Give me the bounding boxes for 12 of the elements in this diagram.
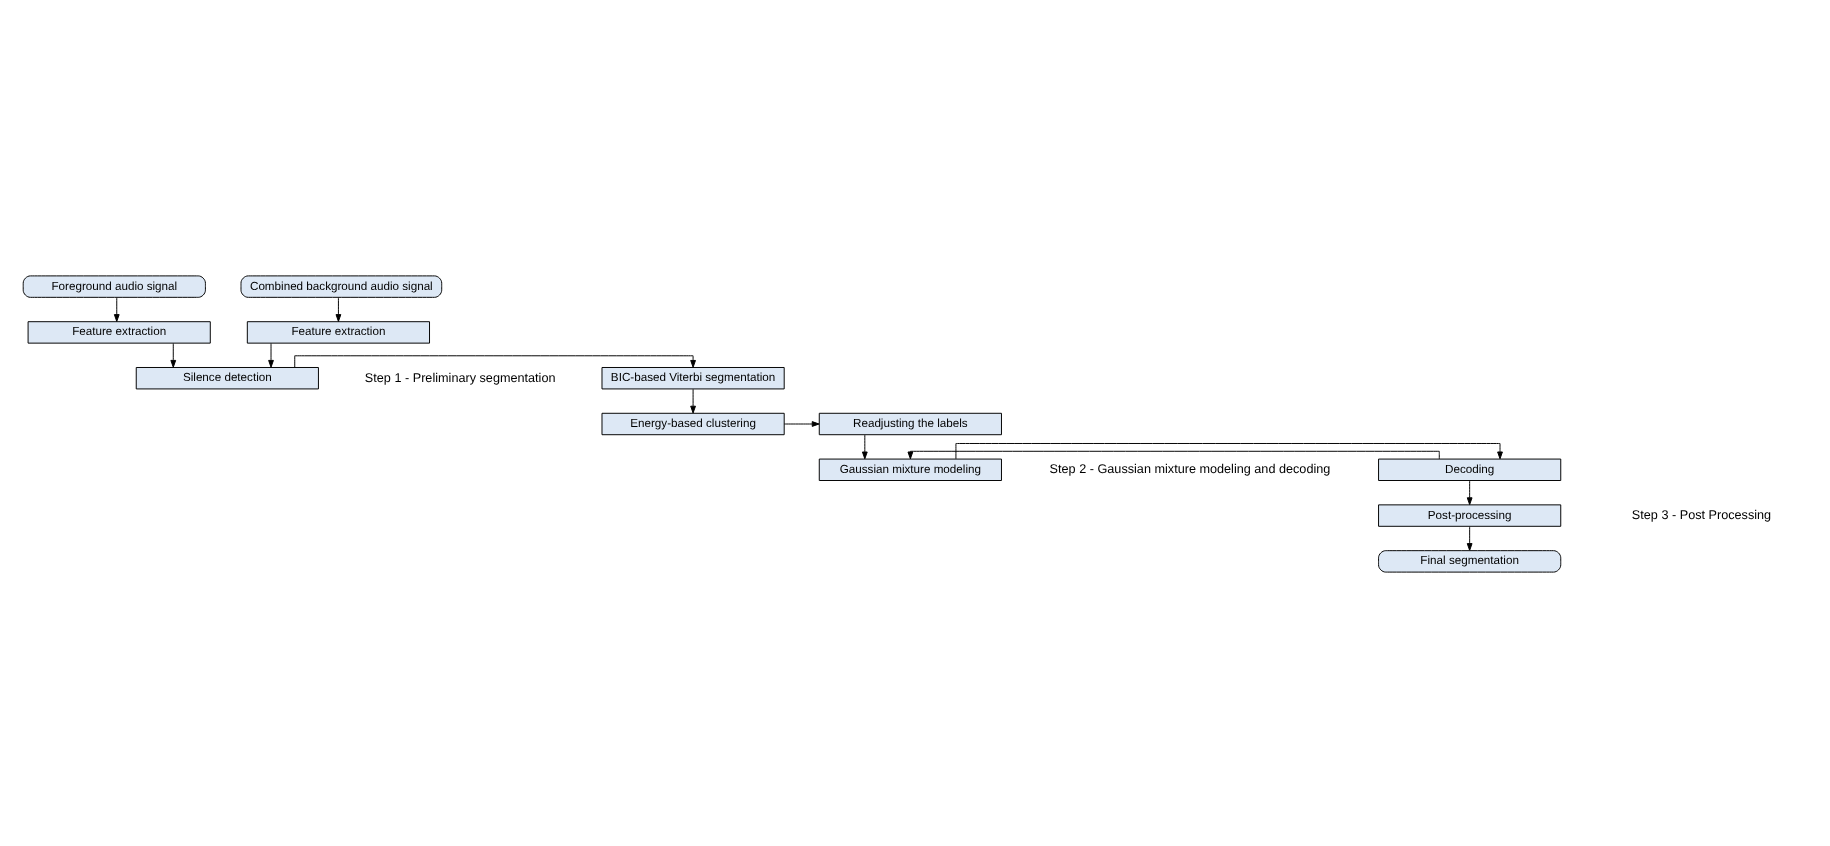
arrow [1466, 525, 1473, 550]
arrow [294, 354, 696, 367]
arrow [907, 449, 1440, 459]
arrow [113, 296, 120, 321]
arrow [170, 342, 177, 367]
arrow [268, 342, 274, 367]
arrow [783, 420, 820, 426]
arrow [335, 296, 342, 321]
arrow [861, 433, 868, 459]
arrow [955, 442, 1503, 459]
arrow [1466, 479, 1473, 505]
arrow [690, 387, 696, 413]
